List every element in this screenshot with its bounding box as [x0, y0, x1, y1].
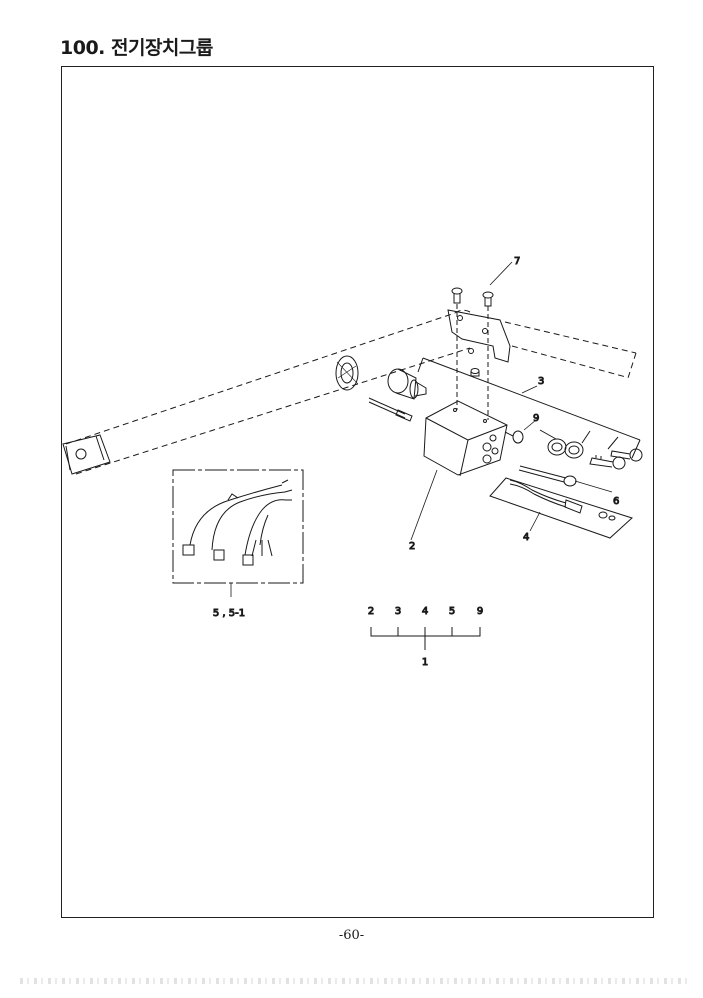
index-total: 1 — [422, 657, 428, 668]
round-switch — [387, 368, 427, 400]
index-item: 2 — [368, 606, 374, 617]
screw-axis-lines — [456, 304, 489, 420]
callout-2: 2 — [409, 541, 415, 552]
callout-3: 3 — [538, 376, 544, 387]
key-icon — [589, 448, 643, 470]
control-box — [423, 400, 508, 477]
screw-icon — [451, 287, 494, 307]
drawing-frame — [61, 66, 654, 918]
top-bracket — [447, 309, 511, 363]
grommet-rings — [539, 429, 619, 459]
harness-panel — [489, 477, 633, 539]
callout-4: 4 — [523, 532, 529, 543]
callout-7: 7 — [514, 256, 520, 267]
callout-6: 6 — [613, 496, 619, 507]
index-item: 5 — [449, 606, 455, 617]
index-item: 9 — [477, 606, 483, 617]
page-title: 100. 전기장치그룹 — [60, 37, 213, 59]
assembly-index-bracket — [370, 627, 481, 650]
grip-ring — [335, 355, 359, 391]
page-number: -60- — [338, 928, 365, 943]
small-knob — [504, 430, 524, 444]
callout-9: 9 — [533, 413, 539, 424]
handlebar-phantom — [65, 309, 637, 475]
leader-lines — [230, 261, 613, 597]
index-item: 3 — [395, 606, 401, 617]
bar-end-clamp — [62, 434, 111, 475]
harness-inset — [172, 469, 304, 584]
cable-stub — [368, 397, 413, 422]
nut-icon — [470, 368, 480, 377]
panel-plate — [417, 357, 641, 459]
callout-5-5-1: 5 , 5-1 — [213, 608, 245, 619]
scan-artifact — [20, 978, 690, 984]
index-item: 4 — [422, 606, 428, 617]
switch-rod — [518, 465, 577, 487]
